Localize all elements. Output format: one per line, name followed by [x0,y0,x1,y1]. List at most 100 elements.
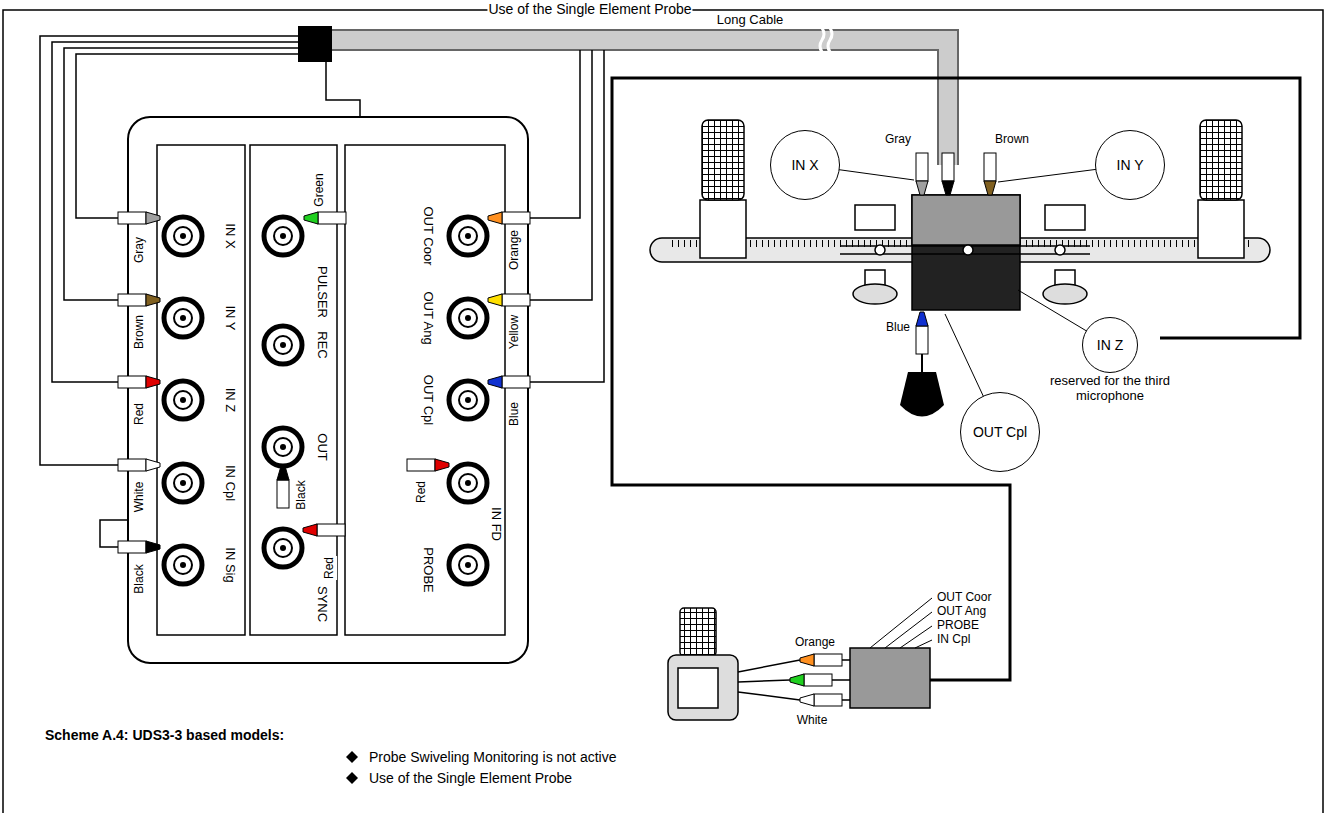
device-panel [157,145,245,635]
callout-text: IN X [791,157,818,173]
callout-text: OUT Cpl [973,424,1027,440]
scanner-foot [1045,205,1085,230]
wire-color-label: Black [295,479,309,510]
socket-label: IN X [223,222,238,249]
wire-color-label: Yellow [508,314,522,350]
wire-color-label: White [796,714,829,728]
scanner-foot [1043,284,1087,304]
wire-color-label: Red [323,556,337,580]
cable-plug [800,694,842,706]
wire-color-label: Red [133,402,147,426]
cable-plug [118,212,530,553]
socket-label: PULSER [315,265,330,319]
scanner-carriage [840,246,1090,254]
socket-label: IN FD [489,506,504,542]
bnc-socket [264,217,302,255]
leader-line [870,598,932,648]
scheme-caption: Scheme A.4: UDS3-3 based models: [45,727,284,744]
socket-label: OUT Cpl [421,374,436,426]
bnc-socket [164,299,202,337]
scanner-carriage [912,195,1020,310]
socket-label: IN Y [223,304,238,331]
socket-label: OUT [315,432,330,461]
scanner-plug [916,153,928,195]
cable-wires [530,50,592,300]
clamp-knob [1198,200,1244,258]
callout-note: reserved for the third microphone [1040,374,1180,404]
device-panel [128,117,528,663]
device-panel [345,145,505,635]
callout-circle: OUT Cpl [960,392,1040,472]
scanner-carriage [840,195,1090,310]
bullet-text: Use of the Single Element Probe [368,770,573,786]
socket-label: PROBE [421,546,436,594]
cable-plug [407,459,449,471]
wire-color-label: Blue [885,321,911,335]
scanner-plug [916,312,928,354]
bnc-socket [164,381,202,419]
page-frame [3,10,1323,813]
clamp-knob [1200,120,1242,200]
cable-wires [530,50,604,382]
long-cable [820,28,824,52]
scanner-plug [942,153,954,195]
scanner-plug [916,153,996,372]
cable-plug [790,654,842,706]
wire-color-label: Orange [508,229,522,271]
wire-color-label: Gray [133,236,147,264]
wire-color-label: Black [133,563,147,594]
device-panel [128,117,528,663]
clamp-knob [700,120,1244,258]
bullet-symbol [346,772,358,784]
cable-label: Long Cable [716,13,785,28]
callout-text: IN Y [1117,157,1144,173]
bnc-socket [164,546,202,584]
cable-plug [118,294,160,306]
bnc-socket [264,428,302,466]
cable-wires [530,50,580,218]
microphone [900,372,944,417]
bnc-socket [449,546,487,584]
cable-plug [790,674,832,686]
scanner-carriage [875,245,885,255]
socket-label: IN Z [223,387,238,414]
signal-label: OUT Coor [936,591,992,605]
bnc-socket [449,381,487,419]
bullet-symbol [346,751,358,784]
signal-label: IN Cpl [936,633,971,647]
cable-plug [118,376,160,388]
cable-plug [277,466,289,508]
leader-line [870,598,932,648]
long-cable [828,28,832,52]
scanner-foot [853,284,897,304]
socket-label: REC [315,330,330,359]
scanner-carriage [912,195,1020,245]
cable-plug [303,524,345,536]
socket-label: OUT Coor [421,206,436,267]
scanner-plug [921,354,923,372]
cable-plug [488,212,530,224]
cable-plug [800,654,842,666]
scanner-frame [612,78,1300,680]
cable-plug [118,459,160,471]
signal-label: OUT Ang [936,605,987,619]
clamp-knob [702,120,744,200]
socket-label: IN Sig [223,546,238,583]
bullet-symbol [346,751,358,763]
callout-circle: IN X [770,130,840,200]
wire-color-label: Gray [884,133,912,147]
bnc-socket [449,217,487,255]
bnc-socket [449,464,487,502]
cable-plug [488,376,530,388]
wire-color-label: Brown [133,314,147,350]
wire-color-label: Blue [508,401,522,427]
socket-label: OUT Ang [421,290,436,345]
heading-fragment: Use of the Single Element Probe [487,1,692,17]
angle-encoder [668,608,850,720]
wire-color-label: Red [415,480,429,504]
cable-plug [118,212,160,224]
bnc-socket [164,217,487,584]
scanner-carriage [1055,245,1065,255]
bnc-socket [164,464,202,502]
